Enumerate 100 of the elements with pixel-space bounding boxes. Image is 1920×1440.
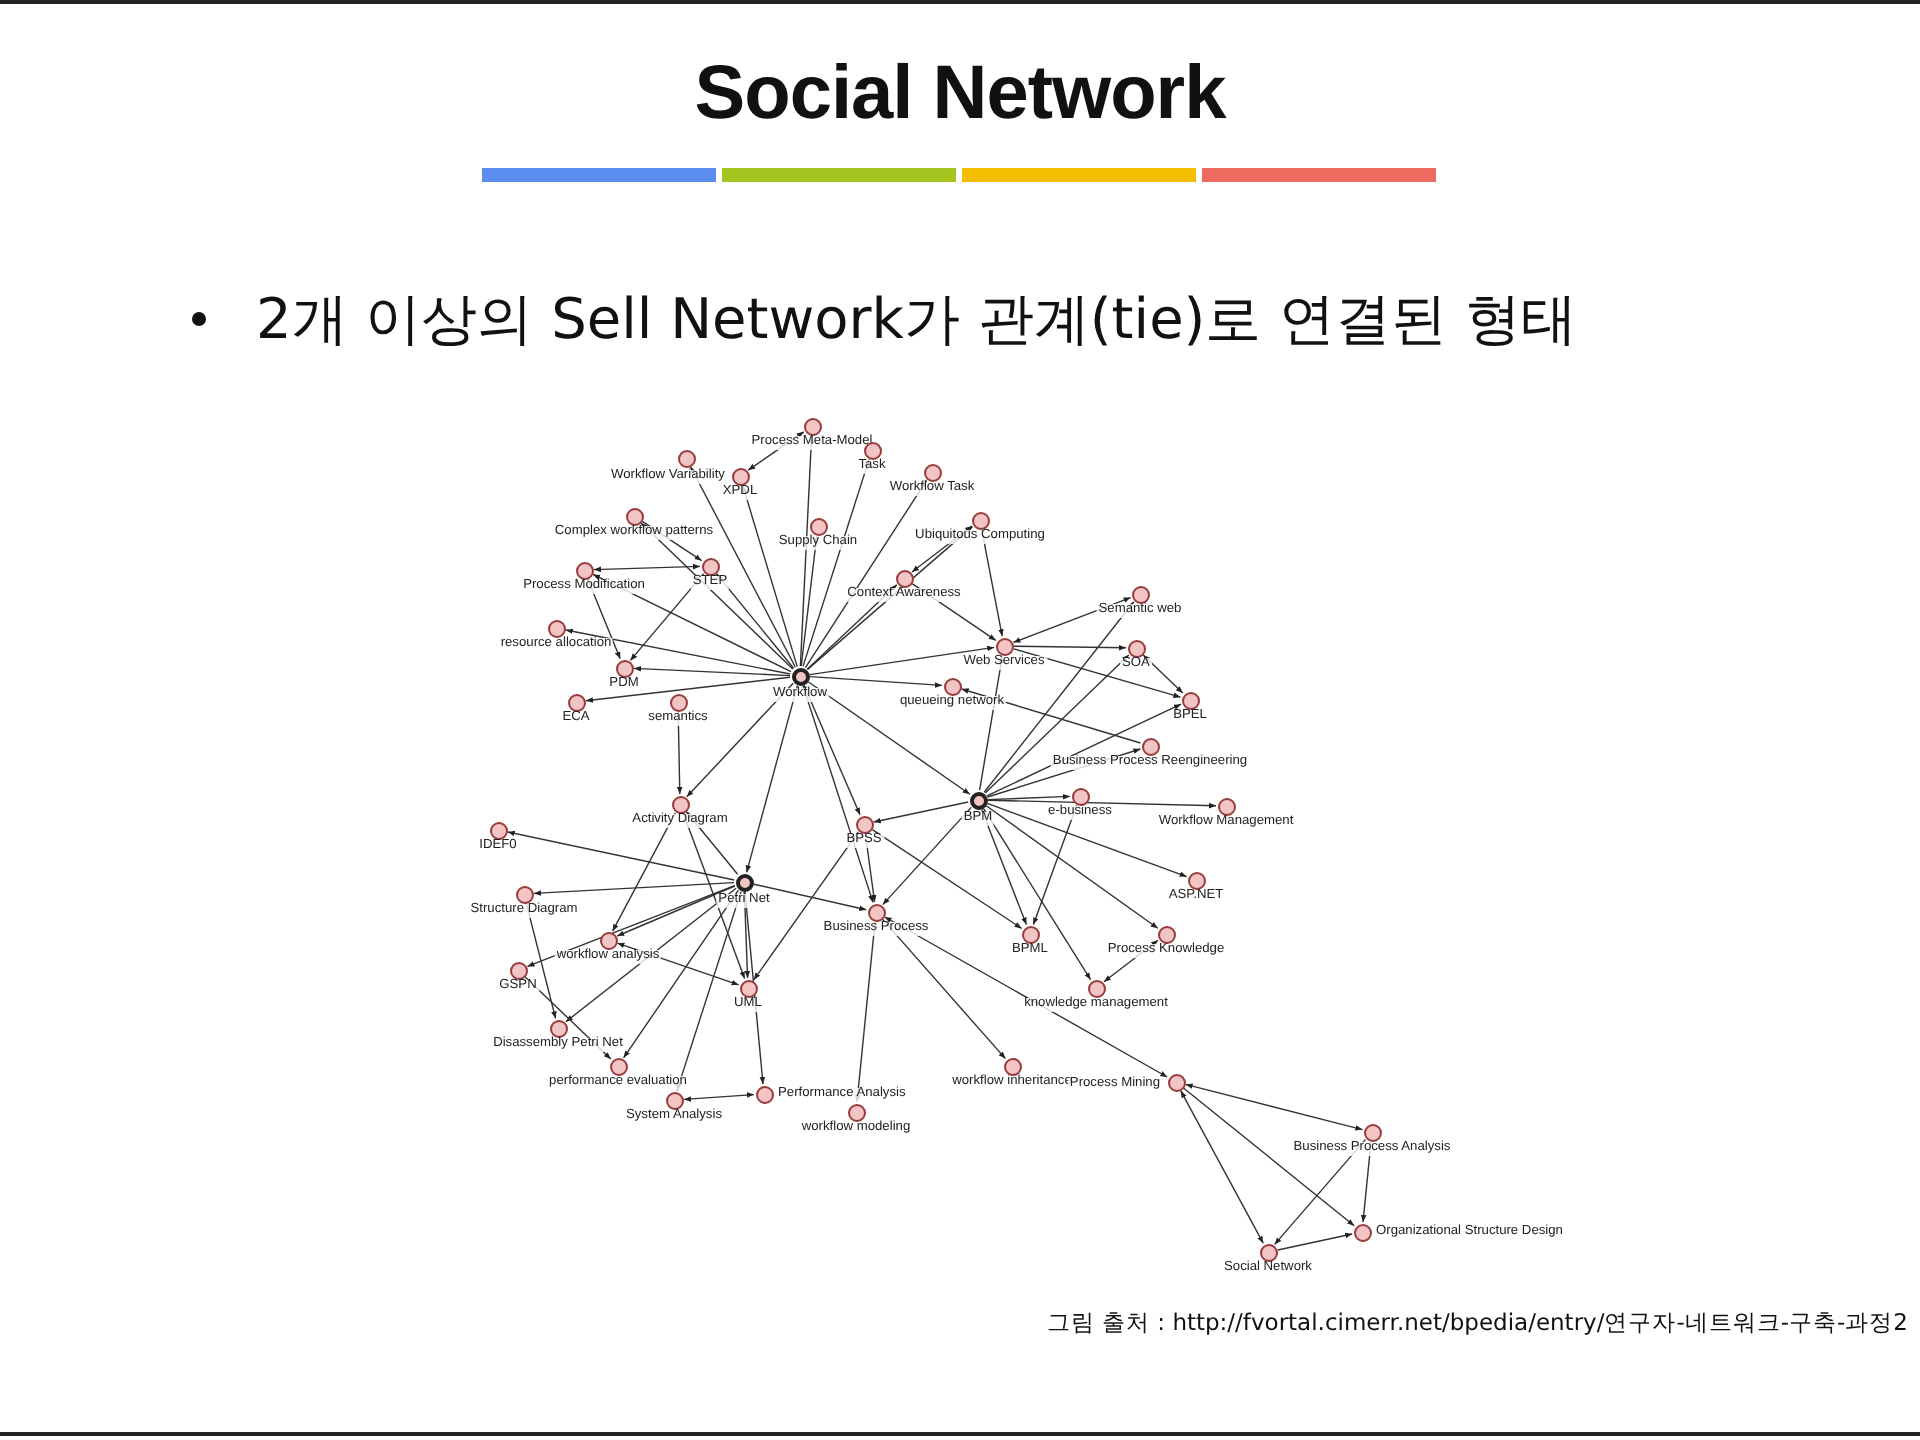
node-circle — [969, 791, 987, 809]
node-circle — [549, 1019, 567, 1037]
node-circle — [867, 903, 885, 921]
node-circle — [575, 561, 593, 579]
arrow — [985, 805, 1159, 929]
node-circle — [1141, 737, 1159, 755]
node-circle — [515, 885, 533, 903]
arrow — [809, 645, 995, 676]
node-circle — [665, 1091, 683, 1109]
node-circle — [803, 417, 821, 435]
node-circle — [1363, 1123, 1381, 1141]
node-circle — [1167, 1073, 1185, 1091]
arrow — [533, 881, 735, 896]
node-circle — [863, 441, 881, 459]
arrow — [809, 675, 943, 688]
node-circle — [625, 507, 643, 525]
arrow — [611, 812, 677, 932]
arrow — [807, 681, 971, 795]
bullet-text: 2개 이상의 Sell Network가 관계(tie)로 연결된 형태 — [256, 284, 1578, 356]
arrow — [616, 885, 736, 937]
arrow — [1013, 644, 1127, 651]
arrow — [982, 807, 1092, 981]
arrow — [622, 889, 740, 1059]
node-circle — [855, 815, 873, 833]
arrow — [873, 801, 969, 824]
arrow — [960, 688, 1142, 744]
node-circle — [755, 1085, 773, 1103]
node-circle — [943, 677, 961, 695]
arrow — [507, 830, 735, 881]
node-circle — [1131, 585, 1149, 603]
node-circle — [615, 659, 633, 677]
node-circle — [489, 821, 507, 839]
arrow — [1184, 1083, 1364, 1131]
arrow — [984, 654, 1130, 794]
arrow — [1180, 1090, 1264, 1244]
arrow — [689, 466, 797, 668]
arrow — [1277, 1232, 1353, 1251]
node-circle — [1127, 639, 1145, 657]
arrow — [753, 883, 867, 911]
arrow — [565, 628, 791, 675]
node-circle — [509, 961, 527, 979]
node-circle — [809, 517, 827, 535]
arrow — [986, 703, 1182, 797]
arrow — [983, 601, 1135, 793]
node-circle — [1071, 787, 1089, 805]
node-circle — [1353, 1223, 1371, 1241]
arrow — [802, 458, 870, 668]
node-circle — [923, 463, 941, 481]
node-circle — [739, 979, 757, 997]
node-circle — [1003, 1057, 1021, 1075]
arrow — [745, 684, 799, 874]
node-circle — [1181, 691, 1199, 709]
node-circle — [1087, 979, 1105, 997]
node-circle — [971, 511, 989, 529]
node-circle — [1021, 925, 1039, 943]
arrow — [882, 806, 972, 906]
node-circle — [677, 449, 695, 467]
arrow — [871, 828, 1023, 930]
arrow — [987, 799, 1217, 809]
node-circle — [791, 667, 809, 685]
node-circle — [599, 931, 617, 949]
node-circle — [671, 795, 689, 813]
node-circle — [567, 693, 585, 711]
arrow — [803, 684, 861, 816]
arrow — [980, 808, 1028, 926]
node-circle — [731, 467, 749, 485]
arrow — [1183, 1087, 1355, 1227]
arrow — [1273, 1138, 1367, 1246]
node-circle — [1217, 797, 1235, 815]
arrow — [526, 884, 736, 968]
node-circle — [1157, 925, 1175, 943]
slide-title: Social Network — [692, 52, 1229, 138]
arrow — [585, 676, 791, 703]
arrow — [683, 1092, 755, 1102]
arrow — [629, 572, 705, 662]
arrow — [1012, 596, 1132, 644]
arrow — [593, 563, 701, 573]
arrow — [1012, 648, 1182, 698]
node-circle — [995, 637, 1013, 655]
arrow — [802, 684, 874, 904]
node-circle — [547, 619, 565, 637]
arrow — [986, 802, 1188, 878]
arrow — [640, 522, 794, 670]
node-circle — [1259, 1243, 1277, 1261]
arrow — [881, 918, 1007, 1060]
node-circle — [609, 1057, 627, 1075]
arrow — [686, 682, 794, 798]
arrow — [715, 573, 795, 669]
node-circle — [1187, 871, 1205, 889]
arrow — [987, 793, 1071, 801]
node-circle — [847, 1103, 865, 1121]
source-caption: 그림 출처 : http://fvortal.cimerr.net/bpedia/entry/연구자-네트워크-구축-과정2 — [1046, 1308, 1908, 1338]
arrow — [753, 831, 859, 981]
node-circle — [701, 557, 719, 575]
node-circle — [735, 873, 753, 891]
arrow — [633, 665, 791, 677]
arrow — [1032, 804, 1078, 926]
node-circle — [895, 569, 913, 587]
arrow — [1142, 654, 1184, 694]
node-circle — [669, 693, 687, 711]
